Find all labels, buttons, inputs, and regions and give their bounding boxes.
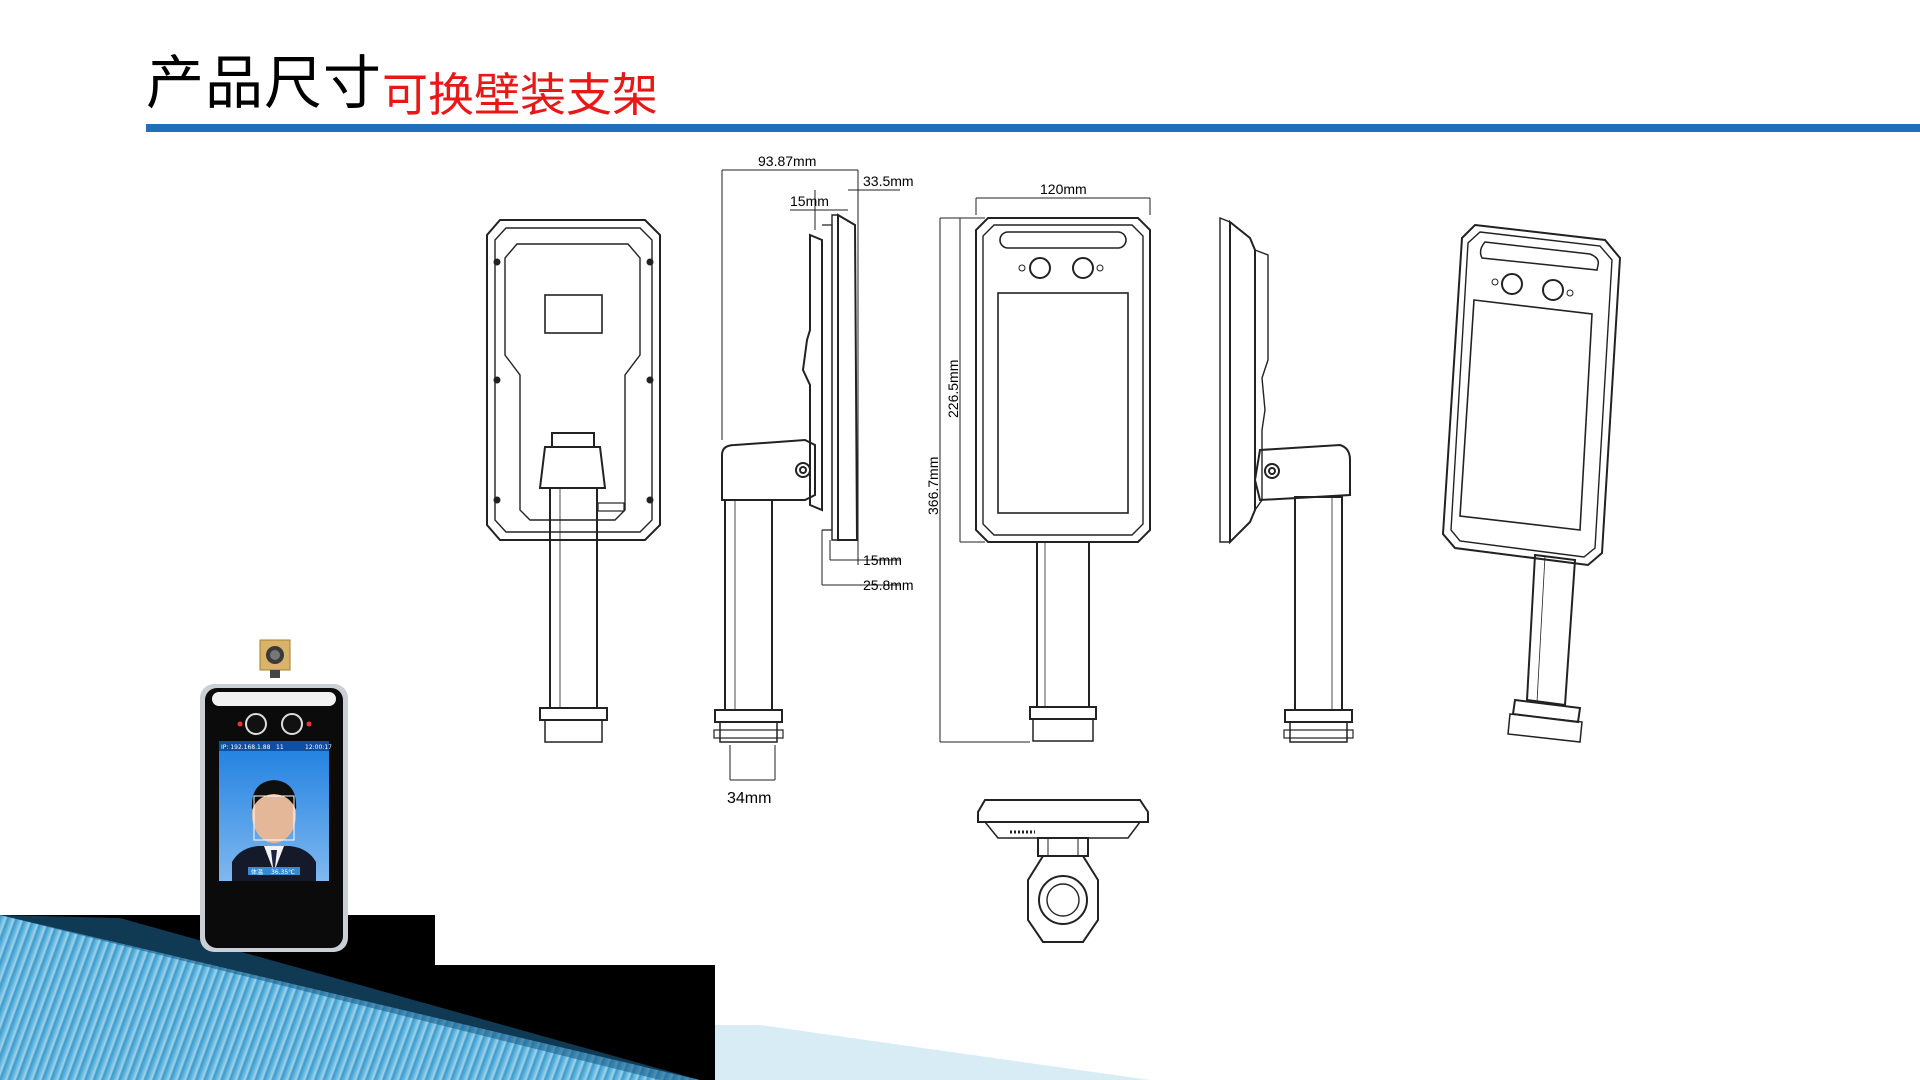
device-status-ip: IP: 192.168.1.88 [221,744,271,751]
dim-front-height: 226.5mm [945,360,961,418]
dim-side-depth-a: 33.5mm [863,173,914,189]
dim-side-bottom-b: 25.8mm [863,577,914,593]
device-status-time: 12:00:17 [305,744,332,751]
front-view-dimension-lines [939,197,1151,743]
dim-side-depth-total: 93.87mm [758,153,816,169]
sensor-module-image [259,639,291,678]
perspective-view-drawing [1441,223,1622,743]
page-title: 产品尺寸 [146,49,383,117]
title-rule [146,124,1920,132]
side-view-dimension-lines [721,169,900,781]
device-photo [200,684,348,952]
device-status-user: 11 [276,744,284,751]
back-view-drawing [486,219,661,743]
dim-side-bottom-a: 15mm [863,552,902,568]
bottom-view-drawing [977,799,1149,943]
device-temp-label: 体温 [251,868,263,876]
front-view-drawing [975,217,1151,742]
dim-front-width: 120mm [1040,181,1087,197]
dim-total-height: 366.7mm [925,457,941,515]
page-subtitle: 可换壁装支架 [382,68,658,122]
side-view-right-drawing [1219,216,1354,743]
footer-decoration [0,915,1150,1080]
dim-pole-diameter: 34mm [727,790,771,807]
side-view-drawing [713,213,859,743]
device-temp-value: 36.35℃ [271,869,295,876]
dim-side-depth-b: 15mm [790,193,829,209]
